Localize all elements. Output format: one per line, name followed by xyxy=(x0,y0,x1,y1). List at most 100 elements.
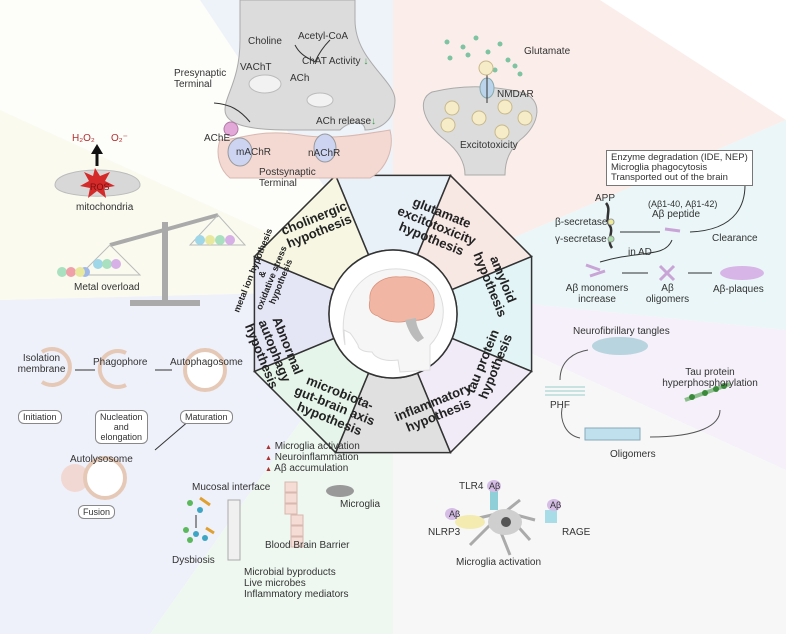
machr-receptor xyxy=(227,137,253,167)
postsynaptic-terminal-shape xyxy=(217,129,392,179)
amyloid-illustration xyxy=(585,184,764,282)
chat-text: ChAT Activity xyxy=(302,56,361,67)
nachr-receptor xyxy=(313,133,337,163)
stage-maturation: Maturation xyxy=(180,410,233,424)
label-ab-1: Aβ xyxy=(449,509,461,519)
label-ab-plaques: Aβ-plaques xyxy=(713,284,764,295)
lysosome xyxy=(61,464,89,492)
label-clearance: Clearance xyxy=(712,233,758,244)
stage-initiation: Initiation xyxy=(18,410,62,424)
label-excitotoxicity: Excitotoxicity xyxy=(460,140,518,151)
glutamate-dot xyxy=(497,41,503,47)
stage-fusion: Fusion xyxy=(78,505,116,519)
label-dysbiosis: Dysbiosis xyxy=(172,555,215,566)
label-chat-activity: ChAT Activity ↓ xyxy=(302,56,368,67)
calcium-ions xyxy=(440,60,533,140)
effect-item: ▲ Neuroinflammation xyxy=(265,452,359,464)
tau-line: hyperphosphorylation xyxy=(662,378,758,389)
phagophore xyxy=(97,349,127,389)
label-ros: ROS xyxy=(90,182,110,192)
label-autolysosome: Autolysosome xyxy=(70,454,133,465)
nlrp3 xyxy=(455,515,485,529)
brain-icon xyxy=(368,276,435,323)
label-mucosal-interface: Mucosal interface xyxy=(192,482,271,493)
label-microglia-activation: Microglia activation xyxy=(456,557,542,568)
bbb-cell xyxy=(290,525,304,537)
nuc-line: and xyxy=(113,422,129,432)
flow-arrow xyxy=(213,102,251,123)
cycle-arrow xyxy=(561,407,581,439)
label-ach-release: ACh release↓ xyxy=(316,116,376,127)
brainstem-icon xyxy=(405,318,424,342)
ache-enzyme xyxy=(223,121,239,137)
calcium-ion xyxy=(471,110,487,126)
metal-ions-right xyxy=(195,235,235,245)
presynaptic-terminal-shape xyxy=(224,0,396,131)
autolysosome xyxy=(83,456,127,500)
effect-text: Microglia activation xyxy=(274,441,360,452)
mucosal-interface-cells xyxy=(227,499,241,561)
iso-line: Isolation xyxy=(22,353,61,364)
tau-illustration xyxy=(545,337,731,441)
calcium-ion xyxy=(494,124,510,140)
label-postsynaptic: Postsynaptic xyxy=(259,167,316,178)
effect-text: Neuroinflammation xyxy=(274,452,359,463)
microglia-cell xyxy=(326,485,354,497)
microglia-illustration xyxy=(445,480,561,556)
glutamate-dot xyxy=(473,35,479,41)
bbb-cell xyxy=(284,492,298,504)
label-choline: Choline xyxy=(248,36,282,47)
ion-fe xyxy=(93,259,103,269)
glutamate-dot xyxy=(505,57,511,63)
nuc-line: Nucleation xyxy=(100,412,143,422)
ion-zn xyxy=(75,267,85,277)
nucleus xyxy=(501,517,511,527)
label-tau-oligomers: Oligomers xyxy=(610,449,656,460)
label-glutamate: Glutamate xyxy=(524,46,571,57)
ion-zn xyxy=(205,235,215,245)
ion-mn xyxy=(225,235,235,245)
label-beta-secretase: β-secretase xyxy=(555,217,608,228)
beta-cleavage-site xyxy=(607,218,615,226)
clearance-item: Enzyme degradation (IDE, NEP) xyxy=(611,152,748,163)
label-presynaptic: Presynaptic xyxy=(174,68,227,79)
calcium-ion xyxy=(497,99,513,115)
bbb-cell xyxy=(284,481,298,493)
cycle-arrow xyxy=(559,349,589,381)
label-postsynaptic-terminal: Terminal xyxy=(259,178,297,189)
glutamate-molecules xyxy=(444,35,523,77)
decrease-arrow-icon: ↓ xyxy=(363,56,369,67)
label-presynaptic-terminal: Terminal xyxy=(174,79,212,90)
ion-cu xyxy=(102,259,112,269)
label-phagophore: Phagophore xyxy=(93,357,148,368)
calcium-ion xyxy=(444,100,460,116)
label-autophagosome: Autophagosome xyxy=(170,357,243,368)
tau-line: Tau protein xyxy=(685,367,735,378)
glutamate-dot xyxy=(460,44,466,50)
ion-cu xyxy=(215,235,225,245)
glutamate-dot xyxy=(447,55,453,61)
cholinergic-illustration xyxy=(213,0,396,179)
label-gamma-secretase: γ-secretase xyxy=(555,234,607,245)
label-mitochondria: mitochondria xyxy=(76,202,134,213)
arrow xyxy=(154,419,191,451)
label-o2-radical: O₂⁻ xyxy=(111,133,128,144)
monomers-line: increase xyxy=(578,294,616,305)
label-nachr: nAChR xyxy=(308,148,341,159)
ion-cu xyxy=(57,267,67,277)
bbb-cell xyxy=(284,503,298,515)
label-tlr4: TLR4 xyxy=(459,481,484,492)
rage-receptor xyxy=(545,510,557,523)
ion-al xyxy=(66,267,76,277)
autophagy-illustration xyxy=(40,347,227,500)
calcium-ion xyxy=(517,110,533,126)
blood-brain-barrier-cells xyxy=(284,481,304,548)
label-acetyl-coa: Acetyl-CoA xyxy=(298,31,349,42)
label-rage: RAGE xyxy=(562,527,591,538)
tlr4-receptor xyxy=(490,488,498,510)
vesicle xyxy=(248,74,282,94)
hypothesis-octagon xyxy=(253,174,533,454)
